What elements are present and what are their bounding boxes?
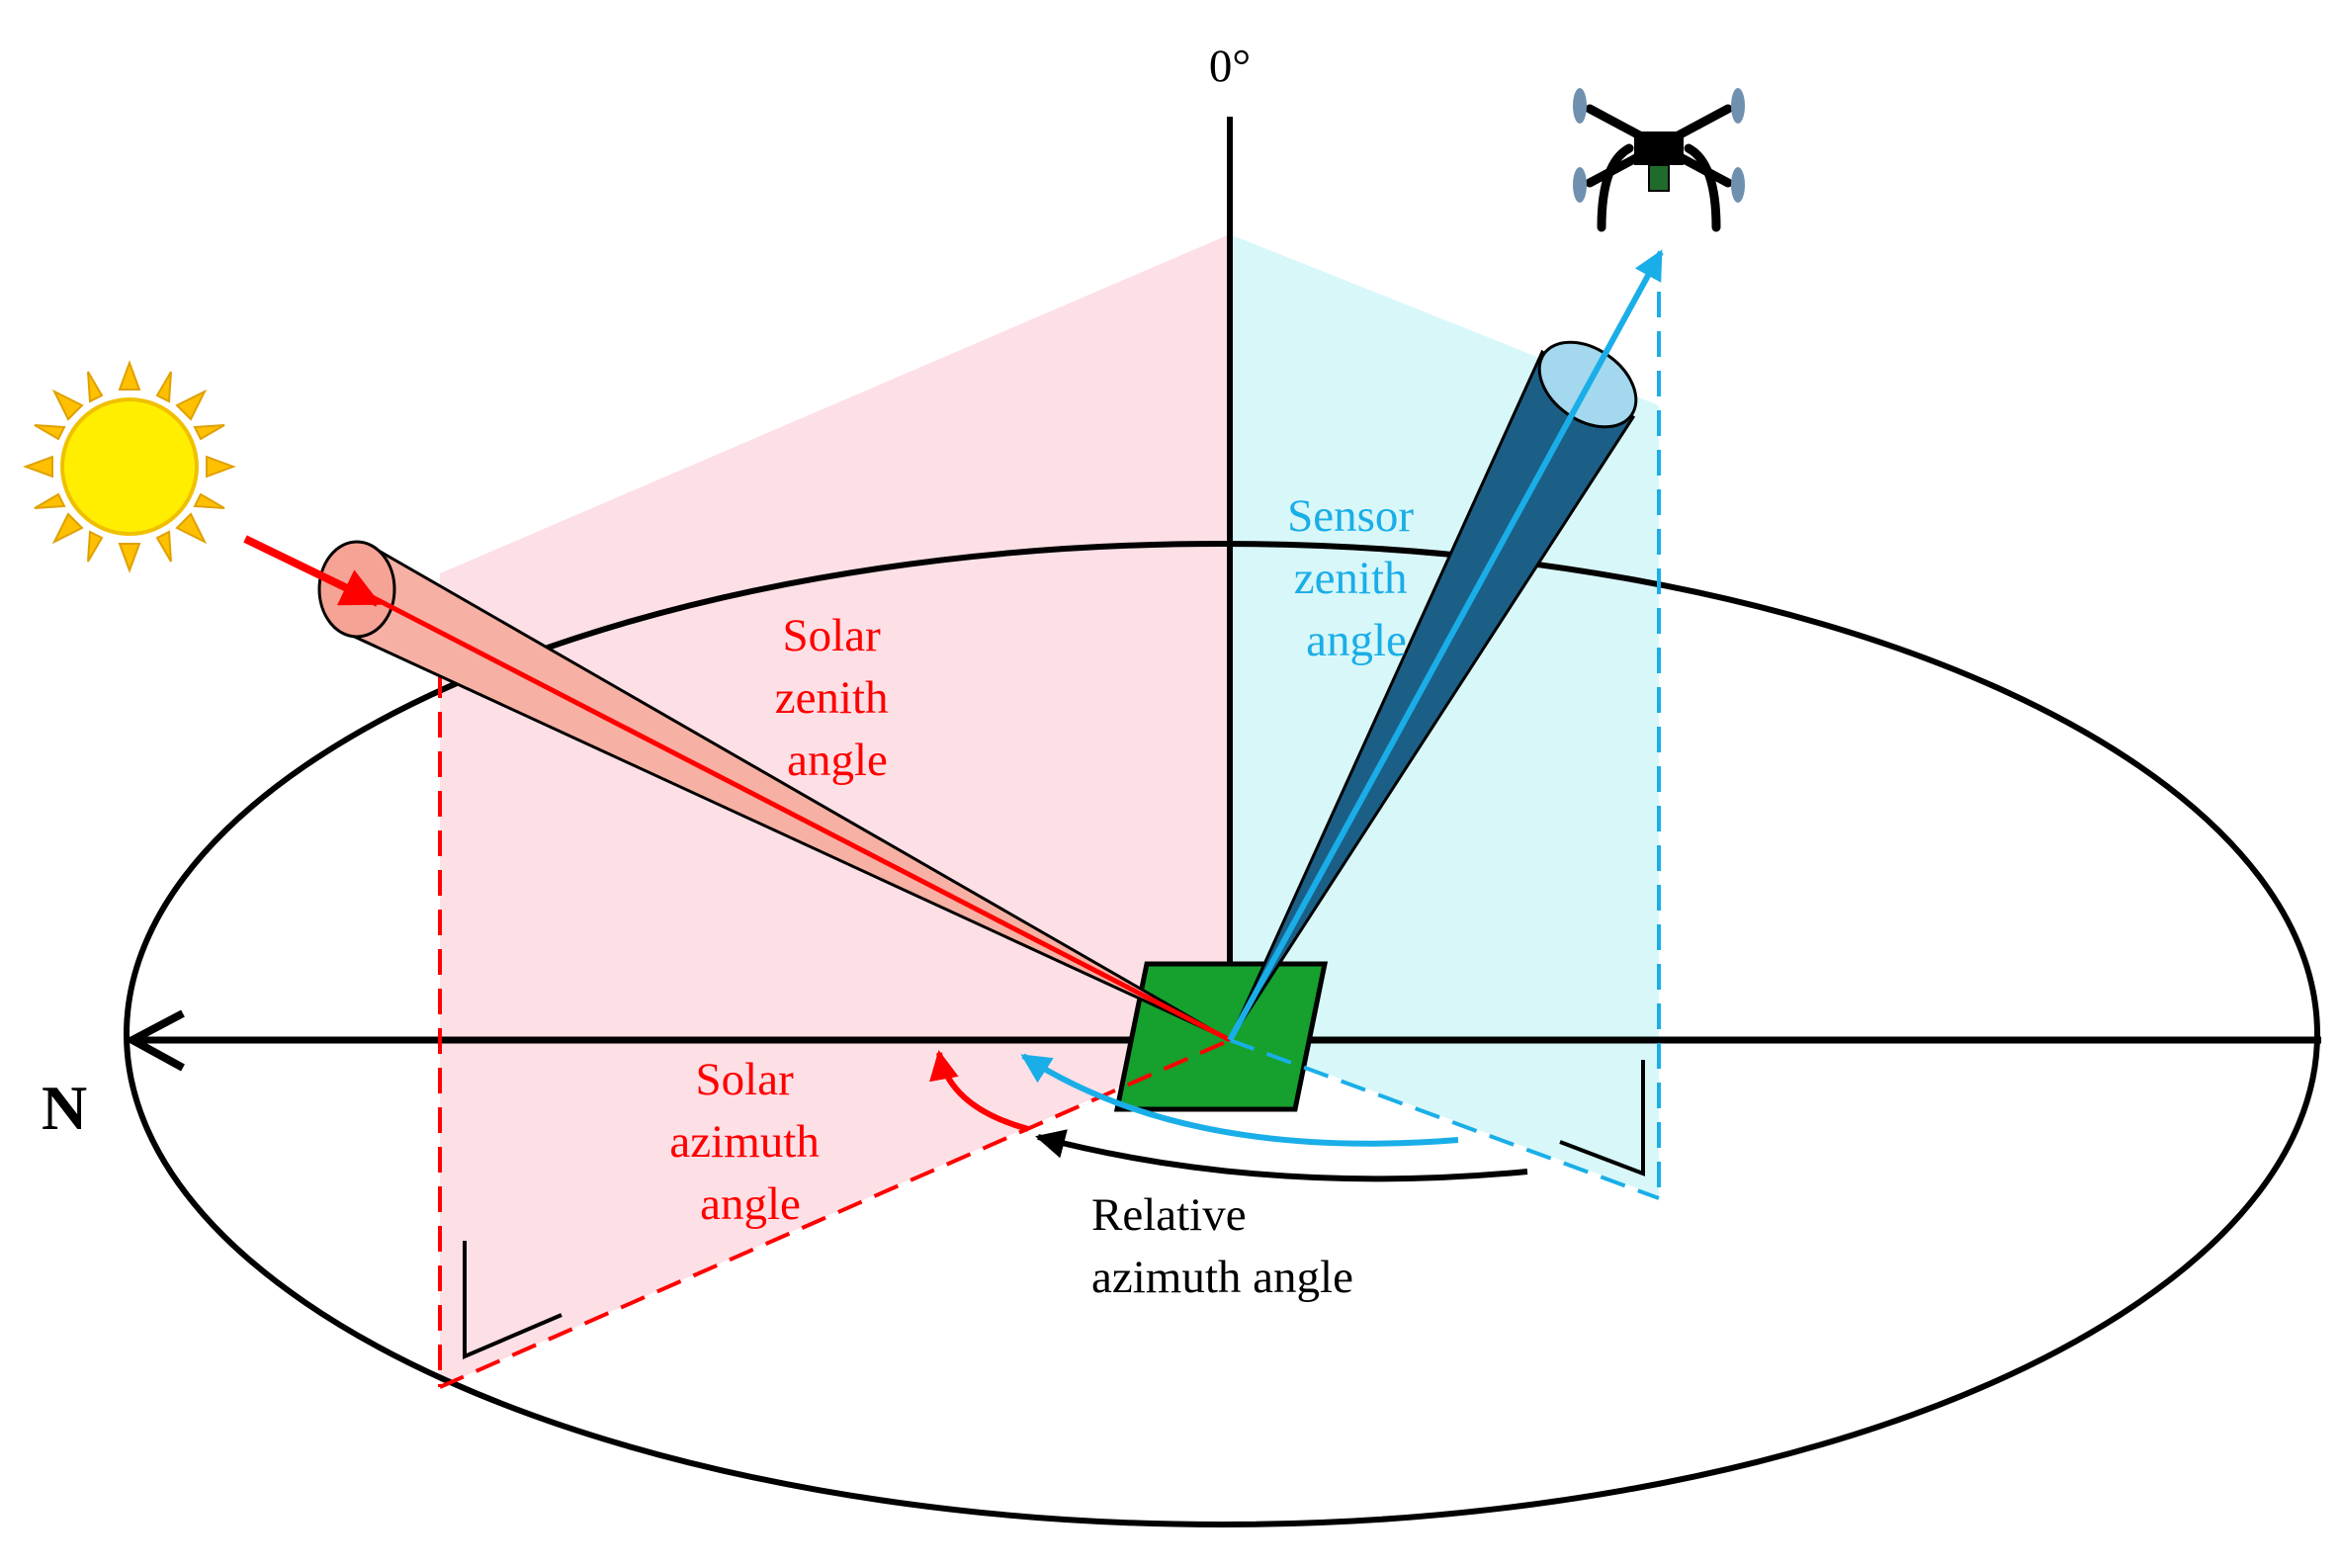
solar-azimuth-arc (929, 1050, 1029, 1132)
north-arrowhead (124, 1009, 185, 1072)
relative-azimuth-arc (1035, 1129, 1528, 1182)
sensor-azimuth-arc (1020, 1053, 1459, 1147)
relative-azimuth-line-2: azimuth angle (1091, 1252, 1353, 1303)
sensor-right-angle-mark (1559, 1060, 1645, 1176)
drone-icon (1573, 88, 1745, 232)
relative-azimuth-label: Relative azimuth angle (1091, 1189, 1353, 1303)
relative-azimuth-line-1: Relative (1091, 1189, 1247, 1241)
solar-azimuth-line-2: azimuth (669, 1116, 819, 1168)
solar-plane (440, 234, 1230, 1387)
sensor-zenith-line-3: angle (1306, 615, 1407, 666)
north-label: N (42, 1073, 87, 1143)
sun-icon (23, 360, 236, 573)
solar-zenith-label: Solar zenith angle (775, 610, 901, 786)
solar-azimuth-line-1: Solar (696, 1054, 795, 1105)
sensor-view-arrow (1227, 249, 1664, 1042)
solar-azimuth-label: Solar azimuth angle (669, 1054, 830, 1230)
solar-ray (355, 586, 1232, 1043)
solar-zenith-line-2: zenith (775, 672, 889, 724)
solar-zenith-line-1: Solar (783, 610, 882, 661)
zenith-label: 0° (1209, 41, 1251, 92)
solar-azimuth-line-3: angle (700, 1178, 801, 1230)
sensor-zenith-line-1: Sensor (1287, 490, 1414, 542)
solar-incoming-arrow (243, 535, 382, 607)
sensor-projection-ground (1229, 1038, 1660, 1200)
horizon-ellipse (124, 541, 2320, 1527)
sensor-zenith-line-2: zenith (1294, 553, 1408, 604)
solar-zenith-line-3: angle (787, 735, 888, 786)
solar-right-angle-mark (463, 1241, 563, 1360)
sensor-zenith-label: Sensor zenith angle (1287, 490, 1426, 666)
